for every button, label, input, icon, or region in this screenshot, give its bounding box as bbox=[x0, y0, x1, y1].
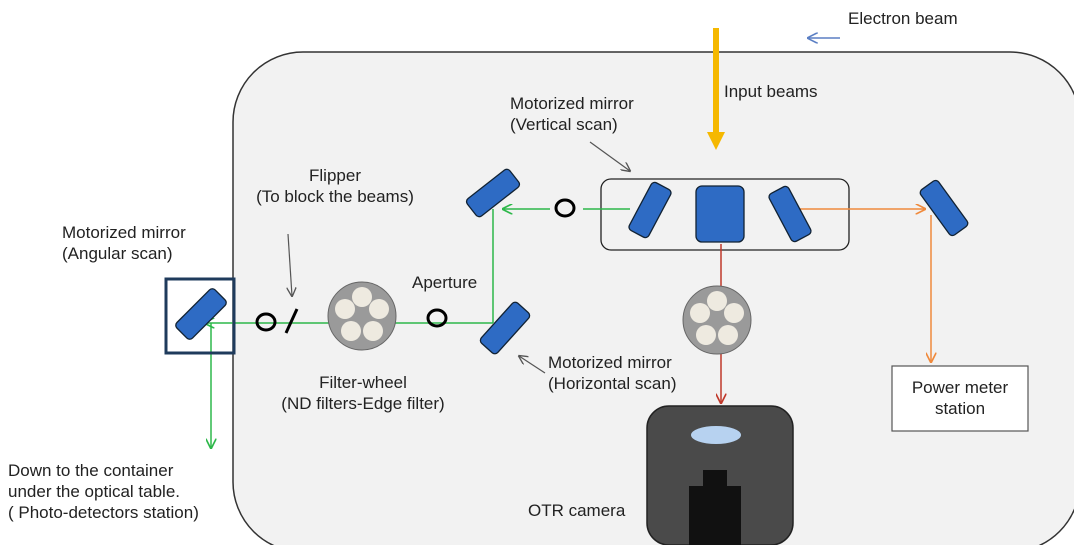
mirror-power-meter bbox=[919, 179, 969, 237]
otr-camera-top bbox=[703, 470, 727, 490]
pointer-vertical-scan bbox=[589, 141, 630, 171]
label-motorized-mirror-vertical: Motorized mirror (Vertical scan) bbox=[510, 93, 634, 135]
label-input-beams: Input beams bbox=[724, 82, 818, 101]
label-filter-wheel: Filter-wheel (ND filters-Edge filter) bbox=[275, 372, 451, 414]
label-line: (ND filters-Edge filter) bbox=[281, 394, 445, 413]
label-line: (Horizontal scan) bbox=[548, 374, 677, 393]
label-line: ( Photo-detectors station) bbox=[8, 503, 199, 522]
label-line: Filter-wheel bbox=[319, 373, 407, 392]
input-beam-arrowhead bbox=[707, 132, 725, 150]
mirror-angular-scan bbox=[175, 288, 227, 340]
label-line: (Angular scan) bbox=[62, 244, 173, 263]
aperture-top bbox=[554, 198, 576, 218]
aperture-left bbox=[255, 312, 277, 332]
label-line: Motorized mirror bbox=[548, 353, 672, 372]
mirror-right bbox=[768, 185, 812, 243]
label-line: Down to the container bbox=[8, 461, 174, 480]
mirror-center-block bbox=[695, 185, 745, 243]
label-otr-camera: OTR camera bbox=[528, 501, 626, 520]
label-electron-beam: Electron beam bbox=[848, 9, 958, 28]
angular-mirror-highlight-box bbox=[164, 277, 236, 355]
label-motorized-mirror-horizontal: Motorized mirror (Horizontal scan) bbox=[548, 352, 677, 394]
pointer-flipper bbox=[288, 233, 292, 296]
power-meter-station-box bbox=[891, 365, 1029, 432]
mirror-horizontal-scan bbox=[479, 301, 531, 355]
filter-wheel-right bbox=[682, 285, 752, 355]
label-line: Power meter bbox=[911, 378, 1009, 397]
label-line: station bbox=[934, 399, 986, 418]
otr-camera-lens-window bbox=[691, 426, 741, 444]
label-aperture: Aperture bbox=[412, 273, 478, 292]
label-line: (Vertical scan) bbox=[510, 115, 618, 134]
label-line: Motorized mirror bbox=[510, 94, 634, 113]
pointer-horizontal-scan bbox=[519, 356, 546, 374]
label-motorized-mirror-angular: Motorized mirror (Angular scan) bbox=[62, 222, 186, 264]
label-power-meter-station: Power meter station bbox=[892, 377, 1028, 419]
aperture-middle bbox=[426, 308, 448, 328]
label-line: under the optical table. bbox=[8, 482, 181, 501]
label-line: Motorized mirror bbox=[62, 223, 186, 242]
label-down-to-container: Down to the container under the optical … bbox=[8, 460, 199, 523]
mirror-holder-box bbox=[600, 178, 850, 251]
label-line: Flipper bbox=[309, 166, 361, 185]
label-line: (To block the beams) bbox=[256, 187, 414, 206]
mirror-vertical-scan bbox=[628, 181, 672, 239]
mirror-flipper-top bbox=[465, 168, 521, 218]
otr-camera-body bbox=[689, 486, 741, 545]
filter-wheel-left bbox=[327, 281, 397, 351]
label-flipper: Flipper (To block the beams) bbox=[233, 165, 437, 207]
flipper-blade bbox=[284, 308, 299, 334]
